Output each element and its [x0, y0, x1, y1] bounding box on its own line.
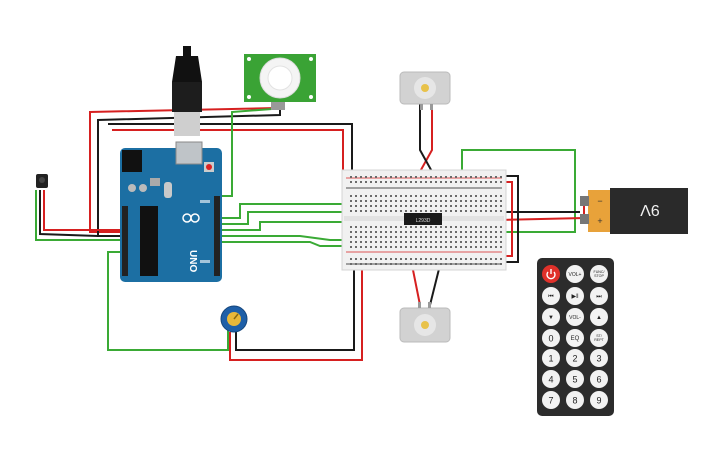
wire-green-pot[interactable]	[107, 251, 229, 351]
battery-9v[interactable]: − + 9V	[580, 188, 688, 234]
remote-up-button[interactable]: ▲	[590, 308, 608, 326]
arduino-uno[interactable]: UNO	[120, 46, 222, 282]
wire-green-3[interactable]	[215, 221, 410, 231]
remote-play-pause-button-label: ▶‖	[571, 294, 578, 300]
remote-7-button-label: 7	[548, 396, 553, 406]
remote-6-button-label: 6	[596, 375, 601, 385]
battery-plus-label: +	[597, 216, 602, 226]
remote-func-stop-button[interactable]: FUNC/STOP	[590, 265, 608, 283]
arduino-brand-label: UNO	[187, 250, 198, 272]
remote-vol-down-button-label: VOL-	[569, 315, 581, 321]
remote-st-rept-button-label: ST/REPT	[594, 334, 604, 342]
remote-power-button[interactable]	[542, 265, 560, 283]
remote-fast-forward-button[interactable]: ⏭	[590, 287, 608, 305]
remote-up-button-label: ▲	[596, 315, 602, 321]
remote-eq-button[interactable]: EQ	[566, 329, 584, 347]
remote-1-button-label: 1	[548, 354, 553, 364]
remote-0-button-label: 0	[548, 334, 553, 344]
breadboard[interactable]: L293D	[341, 169, 507, 271]
wire-ir-red[interactable]	[43, 190, 120, 231]
wire-pot-red[interactable]	[229, 268, 363, 361]
pir-sensor[interactable]	[244, 54, 316, 110]
remote-4-button[interactable]: 4	[542, 370, 560, 388]
l293d-label: L293D	[416, 218, 431, 224]
ir-remote[interactable]: VOL+ FUNC/STOP ⏮ ▶‖ ⏭ ▼ VOL- ▲ 0 EQ ST/REPT 1 2 3 4 5 6 7…	[537, 258, 614, 416]
remote-button-grid: VOL+ FUNC/STOP ⏮ ▶‖ ⏭ ▼ VOL- ▲ 0 EQ ST/REPT 1 2 3 4 5 6 7…	[542, 265, 608, 409]
remote-down-button[interactable]: ▼	[542, 308, 560, 326]
remote-fast-forward-button-label: ⏭	[596, 294, 602, 300]
remote-2-button-label: 2	[572, 354, 577, 364]
remote-3-button-label: 3	[596, 354, 601, 364]
dc-motor-top[interactable]	[399, 71, 451, 110]
power-icon	[546, 269, 556, 280]
remote-vol-up-button[interactable]: VOL+	[566, 265, 584, 283]
dc-motor-bottom[interactable]	[399, 302, 451, 343]
breadboard-holes	[350, 176, 502, 265]
remote-vol-down-button[interactable]: VOL-	[566, 308, 584, 326]
remote-eq-button-label: EQ	[571, 336, 580, 342]
wire-pot-black[interactable]	[235, 262, 355, 351]
wire-layer	[35, 104, 585, 361]
battery-minus-label: −	[597, 196, 602, 206]
remote-func-stop-button-label: FUNC/STOP	[594, 270, 605, 278]
remote-play-pause-button[interactable]: ▶‖	[566, 287, 584, 305]
remote-rewind-button-label: ⏮	[548, 294, 554, 300]
remote-5-button[interactable]: 5	[566, 370, 584, 388]
battery-terminal-plus: +	[580, 214, 603, 226]
remote-down-button-label: ▼	[548, 315, 554, 321]
l293d-chip[interactable]: L293D	[404, 213, 442, 225]
wire-black-top[interactable]	[97, 108, 281, 237]
remote-5-button-label: 5	[572, 375, 577, 385]
battery-label: 9V	[640, 201, 660, 218]
wire-ir-green[interactable]	[35, 190, 124, 241]
potentiometer[interactable]	[220, 305, 248, 333]
battery-terminal-minus: −	[580, 196, 603, 206]
wire-green-pir[interactable]	[215, 107, 286, 197]
remote-8-button[interactable]: 8	[566, 391, 584, 409]
wire-green-1[interactable]	[215, 203, 440, 219]
remote-2-button[interactable]: 2	[566, 349, 584, 367]
ir-receiver[interactable]	[36, 174, 48, 188]
arduino-infinity-icon	[182, 213, 200, 223]
remote-st-rept-button[interactable]: ST/REPT	[590, 329, 608, 347]
remote-9-button[interactable]: 9	[590, 391, 608, 409]
remote-3-button[interactable]: 3	[590, 349, 608, 367]
wire-ir-black[interactable]	[39, 190, 99, 237]
usb-cable	[172, 46, 202, 136]
remote-7-button[interactable]: 7	[542, 391, 560, 409]
remote-4-button-label: 4	[548, 375, 553, 385]
remote-8-button-label: 8	[572, 396, 577, 406]
remote-vol-up-button-label: VOL+	[569, 272, 582, 278]
remote-0-button[interactable]: 0	[542, 329, 560, 347]
wire-rail-right-black[interactable]	[500, 175, 519, 263]
remote-9-button-label: 9	[596, 396, 601, 406]
wire-battery-red[interactable]	[495, 196, 585, 221]
remote-6-button[interactable]: 6	[590, 370, 608, 388]
remote-1-button[interactable]: 1	[542, 349, 560, 367]
wire-green-battery[interactable]	[461, 149, 576, 233]
remote-rewind-button[interactable]: ⏮	[542, 287, 560, 305]
